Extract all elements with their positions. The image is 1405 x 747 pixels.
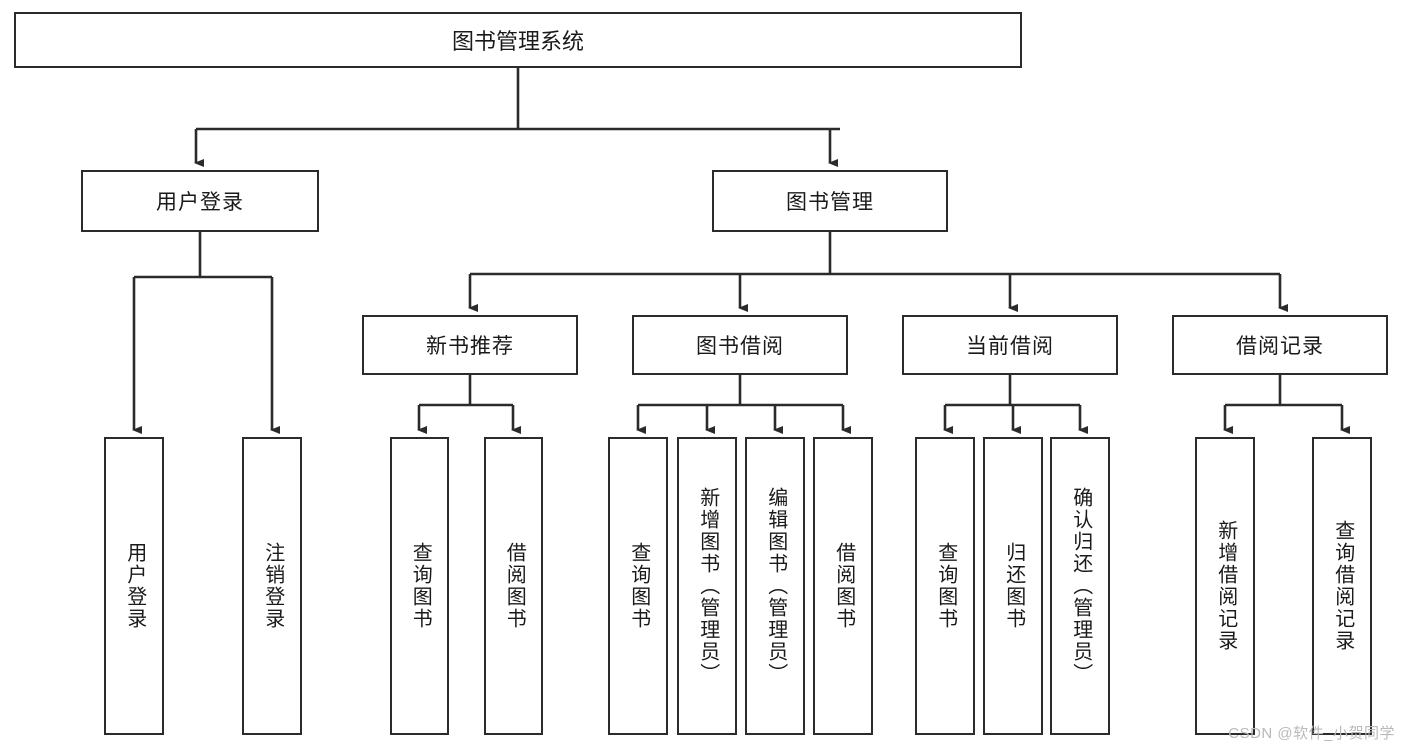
node-label: 查询图书 (627, 542, 650, 630)
leaf-records-query[interactable]: 查询借阅记录 (1312, 437, 1372, 735)
node-new-book-recommend[interactable]: 新书推荐 (362, 315, 578, 375)
leaf-newbook-borrow[interactable]: 借阅图书 (484, 437, 543, 735)
leaf-borrow-borrow-book[interactable]: 借阅图书 (813, 437, 873, 735)
node-label: 借阅图书 (832, 542, 855, 630)
node-label: 查询图书 (409, 542, 432, 630)
node-book-management[interactable]: 图书管理 (712, 170, 948, 232)
leaf-user-logout[interactable]: 注销登录 (242, 437, 302, 735)
leaf-borrow-query[interactable]: 查询图书 (608, 437, 668, 735)
node-label: 注销登录 (261, 542, 284, 630)
node-current-borrow[interactable]: 当前借阅 (902, 315, 1118, 375)
leaf-records-add[interactable]: 新增借阅记录 (1195, 437, 1255, 735)
node-label: 图书借阅 (696, 335, 784, 358)
node-label: 新书推荐 (426, 335, 514, 358)
node-label: 查询借阅记录 (1331, 520, 1354, 652)
node-label: 用户登录 (156, 191, 244, 214)
leaf-user-login[interactable]: 用户登录 (104, 437, 164, 735)
leaf-borrow-add-book[interactable]: 新增图书（管理员） (677, 437, 737, 735)
node-label: 图书管理系统 (451, 29, 584, 54)
node-label: 当前借阅 (966, 335, 1054, 358)
node-label: 图书管理 (786, 191, 874, 214)
watermark-text: CSDN @软件_小贺同学 (1228, 725, 1395, 742)
leaf-current-query[interactable]: 查询图书 (915, 437, 975, 735)
node-label: 借阅图书 (503, 542, 526, 630)
node-label: 借阅记录 (1236, 335, 1324, 358)
leaf-newbook-query[interactable]: 查询图书 (390, 437, 449, 735)
leaf-borrow-edit-book[interactable]: 编辑图书（管理员） (745, 437, 805, 735)
leaf-current-confirm-return[interactable]: 确认归还（管理员） (1050, 437, 1110, 735)
node-root-system[interactable]: 图书管理系统 (14, 12, 1022, 68)
node-label: 查询图书 (934, 542, 957, 630)
leaf-current-return[interactable]: 归还图书 (983, 437, 1043, 735)
node-label: 用户登录 (123, 542, 146, 630)
node-label: 确认归还（管理员） (1069, 487, 1092, 685)
node-label: 编辑图书（管理员） (764, 487, 787, 685)
node-user-login[interactable]: 用户登录 (81, 170, 319, 232)
node-label: 新增借阅记录 (1214, 520, 1237, 652)
node-book-borrow[interactable]: 图书借阅 (632, 315, 848, 375)
node-label: 新增图书（管理员） (696, 487, 719, 685)
node-label: 归还图书 (1002, 542, 1025, 630)
node-borrow-records[interactable]: 借阅记录 (1172, 315, 1388, 375)
